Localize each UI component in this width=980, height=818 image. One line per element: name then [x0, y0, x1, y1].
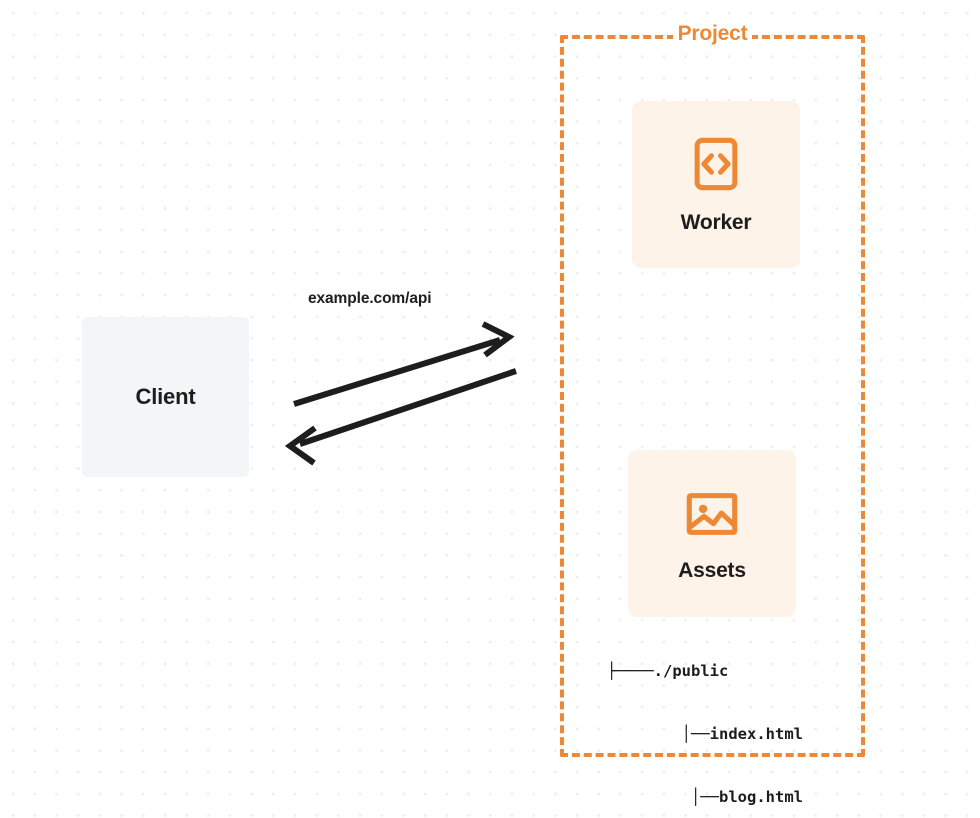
file-tree-index-name: index.html: [709, 725, 803, 743]
file-tree-blog-name: blog.html: [719, 788, 803, 806]
worker-card-label: Worker: [680, 210, 752, 234]
request-arrow: [293, 321, 515, 407]
code-brackets-icon: [694, 137, 738, 190]
project-title-text: Project: [672, 22, 753, 45]
assets-file-tree: ├────./public │──index.html │──blog.html…: [607, 619, 803, 818]
assets-card[interactable]: Assets: [628, 450, 796, 617]
assets-card-label: Assets: [678, 558, 746, 582]
file-tree-row-blog: │──blog.html: [607, 787, 803, 808]
project-title-label: Project: [560, 22, 865, 46]
image-icon: [686, 492, 738, 535]
file-tree-root-name: ./public: [653, 662, 729, 680]
connection-label: example.com/api: [308, 290, 432, 307]
response-arrow: [284, 368, 517, 466]
file-tree-blog-prefix: │──: [691, 788, 719, 806]
client-node-label: Client: [135, 384, 196, 409]
worker-card[interactable]: Worker: [632, 101, 800, 268]
file-tree-row-root: ├────./public: [607, 661, 803, 682]
file-tree-root-prefix: ├────: [607, 662, 654, 680]
file-tree-row-index: │──index.html: [607, 724, 803, 745]
file-tree-index-prefix: │──: [681, 725, 710, 743]
client-node[interactable]: Client: [82, 317, 249, 477]
